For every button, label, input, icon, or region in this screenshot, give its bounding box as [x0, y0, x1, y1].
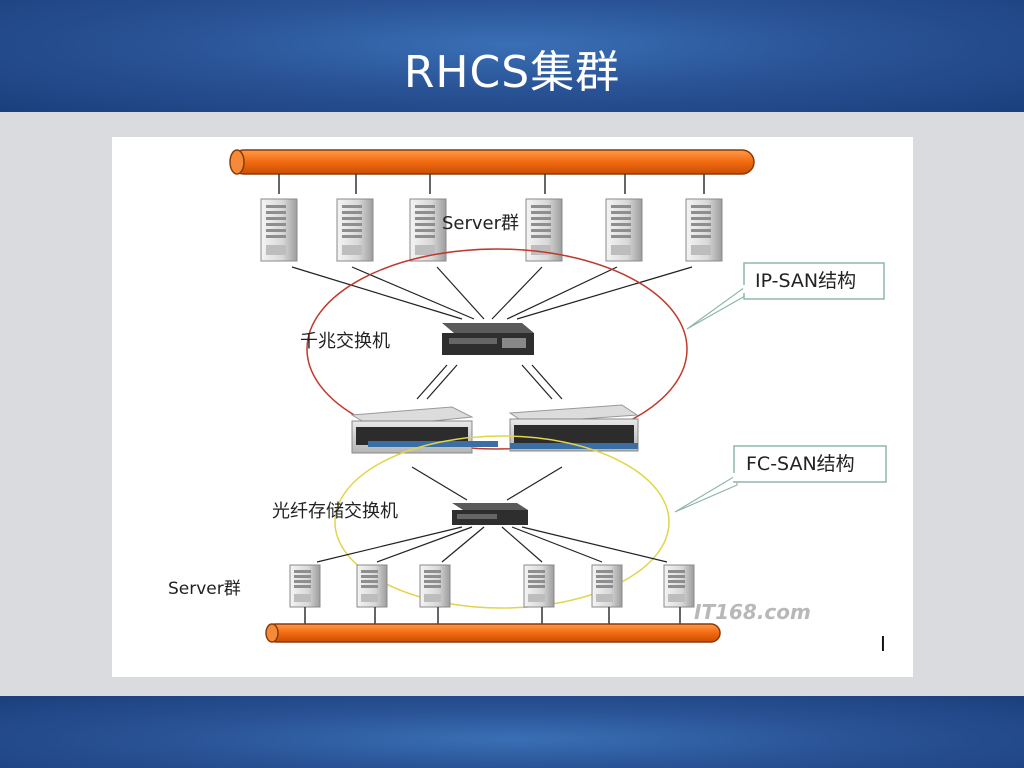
- server-icon: [409, 198, 447, 262]
- storage-to-fc-switch-links: [411, 466, 563, 501]
- slide-title: RHCS集群: [403, 47, 621, 98]
- server-icon: [289, 564, 321, 608]
- fc-switch-icon: [452, 503, 528, 525]
- server-to-switch-links: [291, 266, 693, 320]
- top-network-bus: [229, 149, 755, 175]
- server-icon: [591, 564, 623, 608]
- diagram-canvas: Server群 千兆交换机: [168, 149, 887, 656]
- top-bus-drops: [278, 174, 705, 194]
- ip-san-callout: IP-SAN结构: [686, 262, 885, 330]
- fc-san-callout-label: FC-SAN结构: [746, 453, 855, 475]
- gigabit-switch-icon: [442, 323, 534, 355]
- server-icon: [419, 564, 451, 608]
- server-icon: [605, 198, 643, 262]
- switch-to-storage-links: [416, 364, 563, 400]
- fc-san-boundary: [334, 435, 670, 609]
- top-server-label: Server群: [442, 213, 519, 234]
- server-icon: [663, 564, 695, 608]
- fc-switch-to-server-links: [316, 526, 668, 563]
- text-cursor-mark: I: [880, 632, 886, 656]
- watermark-text: IT168.com: [694, 600, 811, 624]
- rhcs-diagram: Server群 千兆交换机: [112, 137, 913, 677]
- server-icon: [260, 198, 298, 262]
- storage-array-right-icon: [508, 404, 639, 452]
- footer-bar: [0, 696, 1024, 768]
- server-icon: [356, 564, 388, 608]
- bottom-server-group: [289, 564, 695, 608]
- title-bar: [0, 0, 1024, 112]
- ip-san-boundary: [306, 248, 688, 450]
- fc-san-callout: FC-SAN结构: [674, 445, 887, 513]
- server-icon: [685, 198, 723, 262]
- server-icon: [336, 198, 374, 262]
- bottom-bus-drops: [304, 607, 681, 624]
- server-icon: [523, 564, 555, 608]
- fc-switch-label: 光纤存储交换机: [272, 501, 398, 522]
- bottom-server-label: Server群: [168, 579, 241, 599]
- gigabit-switch-label: 千兆交换机: [300, 331, 390, 352]
- ip-san-callout-label: IP-SAN结构: [755, 270, 856, 292]
- bottom-network-bus: [265, 623, 721, 643]
